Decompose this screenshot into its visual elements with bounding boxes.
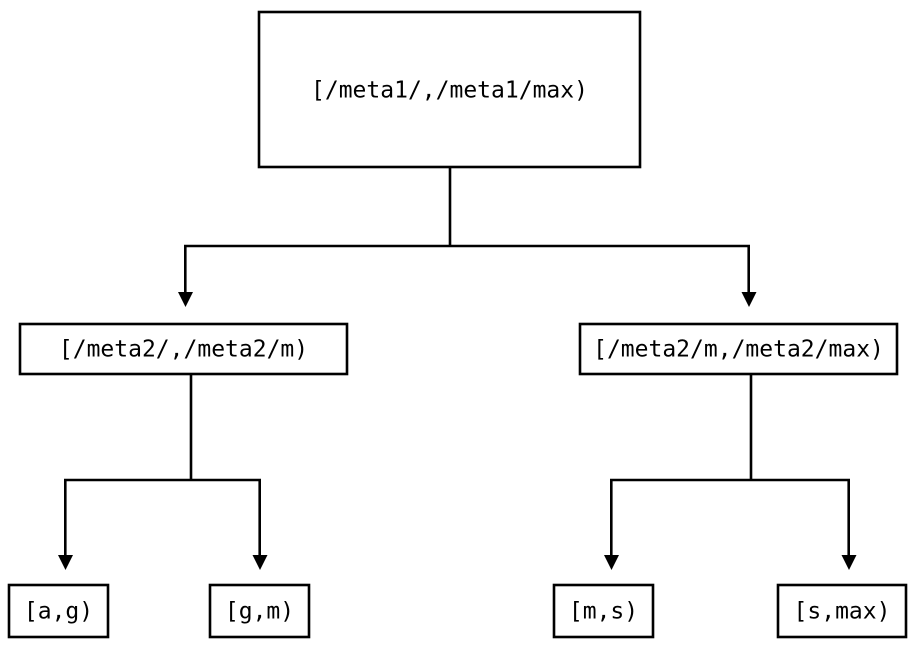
node-leaf-ag[interactable]: [a,g) (7, 583, 110, 639)
node-mid-right[interactable]: [/meta2/m,/meta2/max) (578, 322, 899, 376)
node-mid-left-label: [/meta2/,/meta2/m) (59, 337, 308, 363)
node-mid-right-box[interactable] (578, 322, 899, 376)
arrowhead-icon-mid-left (178, 292, 193, 307)
node-leaf-gm-box[interactable] (208, 583, 311, 639)
node-root-box[interactable] (257, 10, 642, 169)
arrowhead-icon-leaf-smax (841, 555, 857, 570)
arrowhead-icon-leaf-ag (58, 555, 73, 570)
node-leaf-ms[interactable]: [m,s) (552, 583, 655, 639)
node-leaf-ag-label: [a,g) (24, 599, 93, 625)
node-root-label: [/meta1/,/meta1/max) (311, 78, 588, 104)
arrowhead-icon-mid-right (741, 292, 757, 307)
edge-mid-left-to-leaf-ag (58, 374, 261, 570)
node-mid-left-box[interactable] (18, 322, 349, 376)
node-leaf-gm[interactable]: [g,m) (208, 583, 311, 639)
edge-mid-right-to-leaf-ms (604, 374, 850, 570)
node-leaf-smax-box[interactable] (776, 583, 908, 639)
node-leaf-smax-label: [s,max) (794, 599, 891, 625)
arrowhead-icon-leaf-ms (604, 555, 619, 570)
node-mid-right-label: [/meta2/m,/meta2/max) (593, 337, 884, 363)
edge-root-to-mid-right (741, 246, 757, 307)
node-leaf-ms-label: [m,s) (569, 599, 638, 625)
node-leaf-ms-box[interactable] (552, 583, 655, 639)
node-leaf-gm-label: [g,m) (225, 599, 294, 625)
node-leaf-ag-box[interactable] (7, 583, 110, 639)
node-root[interactable]: [/meta1/,/meta1/max) (257, 10, 642, 169)
node-leaf-smax[interactable]: [s,max) (776, 583, 908, 639)
edge-mid-left-to-leaf-gm (252, 480, 268, 570)
node-mid-left[interactable]: [/meta2/,/meta2/m) (18, 322, 349, 376)
edge-root-to-mid-left (178, 167, 750, 307)
edge-mid-right-to-leaf-smax (841, 480, 857, 570)
arrowhead-icon-leaf-gm (252, 555, 268, 570)
